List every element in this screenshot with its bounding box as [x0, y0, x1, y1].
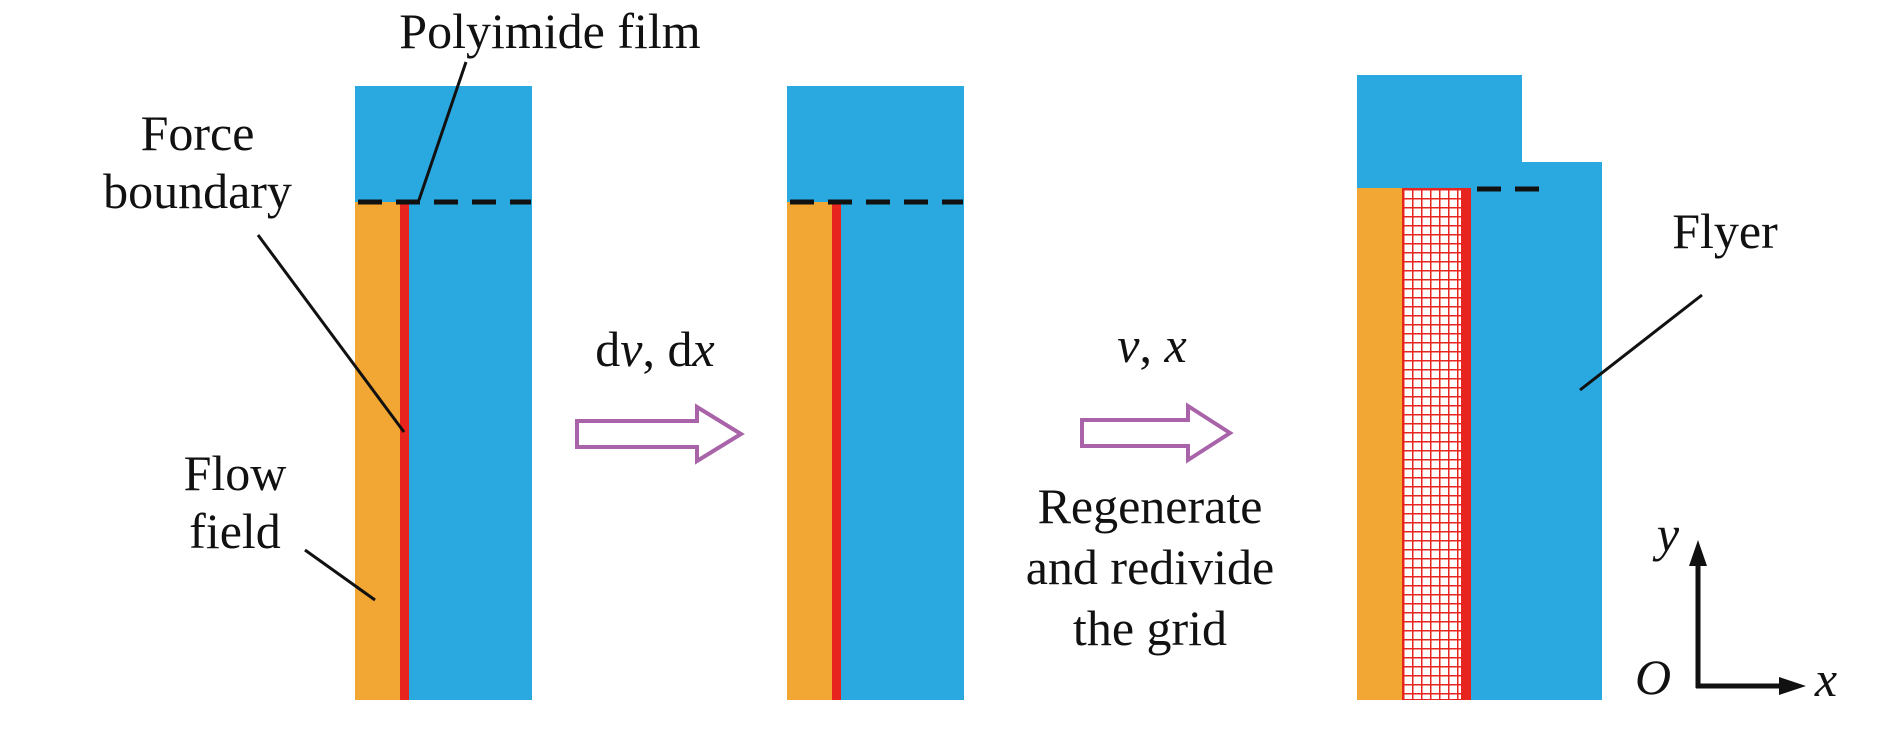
step2-label-v: v: [1117, 317, 1140, 373]
middle-film-block: [787, 86, 964, 202]
right-force-boundary-bar: [1462, 188, 1471, 700]
flow-field-label: Flow field: [120, 444, 350, 560]
force-boundary-label-line1: Force: [140, 105, 255, 161]
step1-label-v: v: [620, 321, 643, 377]
step1-arrow-label: dv, dx: [555, 320, 755, 378]
regenerate-grid-note-line3: the grid: [1072, 600, 1228, 656]
left-flow-field-block: [355, 202, 400, 700]
y-axis-label: y: [1656, 506, 1680, 562]
flyer-label: Flyer: [1672, 203, 1778, 259]
flow-field-label-line2: field: [189, 503, 281, 559]
polyimide-film-label: Polyimide film: [399, 3, 701, 59]
regenerate-grid-note: Regenerate and redivide the grid: [980, 476, 1320, 659]
left-force-boundary-bar: [400, 202, 409, 700]
step2-label-sep: ,: [1139, 317, 1165, 373]
step2-process-arrow: [1080, 402, 1234, 464]
force-boundary-label-line2: boundary: [103, 163, 292, 219]
step1-process-arrow: [575, 403, 745, 465]
right-regenerated-grid-region: [1402, 188, 1462, 700]
origin-label: O: [1634, 649, 1672, 705]
step2-arrow-label: v, x: [1052, 316, 1252, 374]
flow-field-label-line1: Flow: [183, 445, 287, 501]
step1-label-x: x: [692, 321, 715, 377]
middle-flyer-block: [841, 202, 964, 700]
step1-label-d2: d: [667, 321, 693, 377]
x-axis-arrowhead: [1779, 677, 1806, 695]
left-flyer-block: [409, 202, 532, 700]
middle-flow-field-block: [787, 202, 832, 700]
force-boundary-label: Force boundary: [75, 104, 320, 220]
right-flow-field-block: [1357, 188, 1402, 700]
step1-label-d1: d: [595, 321, 621, 377]
x-axis-label: x: [1814, 651, 1838, 707]
right-flyer-block: [1471, 162, 1602, 700]
step2-label-x: x: [1164, 317, 1187, 373]
step1-label-sep: ,: [642, 321, 668, 377]
regenerate-grid-note-line2: and redivide: [1025, 539, 1275, 595]
regenerate-grid-note-line1: Regenerate: [1037, 478, 1263, 534]
y-axis-arrowhead: [1689, 540, 1707, 566]
middle-force-boundary-bar: [832, 202, 841, 700]
left-film-block: [355, 86, 532, 202]
